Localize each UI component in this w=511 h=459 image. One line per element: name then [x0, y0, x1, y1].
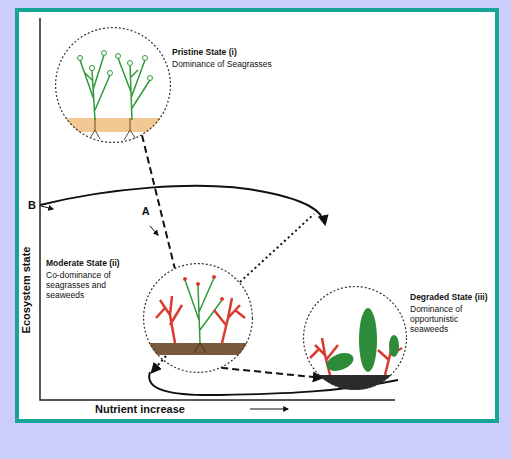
seaweed: [310, 338, 402, 375]
green-algae: [359, 308, 377, 372]
green-algae: [389, 335, 399, 357]
state-description: Dominance of opportunistic seaweeds: [410, 304, 474, 335]
transition-path: [142, 135, 175, 268]
state-heading: Pristine State (i): [172, 47, 282, 57]
state-circle: Moderate State (ii)Co-dominance of seagr…: [143, 263, 253, 373]
seagrass: [80, 55, 150, 120]
seagrass-illustration: [55, 51, 171, 141]
state-heading: Degraded State (iii): [410, 292, 500, 302]
circle-outline: [143, 263, 253, 373]
small-arrow: [41, 206, 53, 209]
state-circle: Degraded State (iii)Dominance of opportu…: [303, 286, 407, 390]
roots: [89, 118, 136, 140]
seaweed-illustration: [303, 308, 407, 390]
dotted-path: [240, 214, 314, 282]
soil: [143, 343, 253, 355]
text-label: B: [28, 199, 36, 211]
seaweed: [156, 296, 245, 343]
dotted-path: [152, 356, 166, 372]
circle-outline: [304, 287, 407, 390]
panel-frame: [17, 10, 497, 421]
circle-outline: [144, 264, 253, 373]
upper-curve: [40, 186, 325, 224]
text-label: Nutrient increase: [95, 403, 185, 415]
state-description: Co-dominance of seagrasses and seaweeds: [46, 270, 126, 301]
state-heading: Moderate State (ii): [46, 258, 146, 268]
seagrass-tips: [78, 51, 153, 81]
axes: [40, 18, 395, 400]
circle-outline: [303, 286, 407, 390]
transition-path: [221, 368, 321, 378]
axis-title: Ecosystem state: [20, 247, 32, 334]
circle-outline: [55, 27, 171, 143]
state-description: Dominance of Seagrasses: [172, 59, 282, 69]
path-label: A: [142, 205, 150, 217]
roots: [194, 343, 206, 353]
state-circle: Pristine State (i)Dominance of Seagrasse…: [55, 27, 171, 143]
circle-outline: [56, 28, 171, 143]
seagrass: [185, 278, 222, 343]
axis-arrow: [250, 408, 288, 409]
small-arrow: [150, 226, 158, 235]
sediment: [303, 375, 407, 390]
seaweed-tips: [183, 275, 224, 301]
mixed-illustration: [143, 275, 253, 355]
green-algae: [324, 350, 356, 375]
